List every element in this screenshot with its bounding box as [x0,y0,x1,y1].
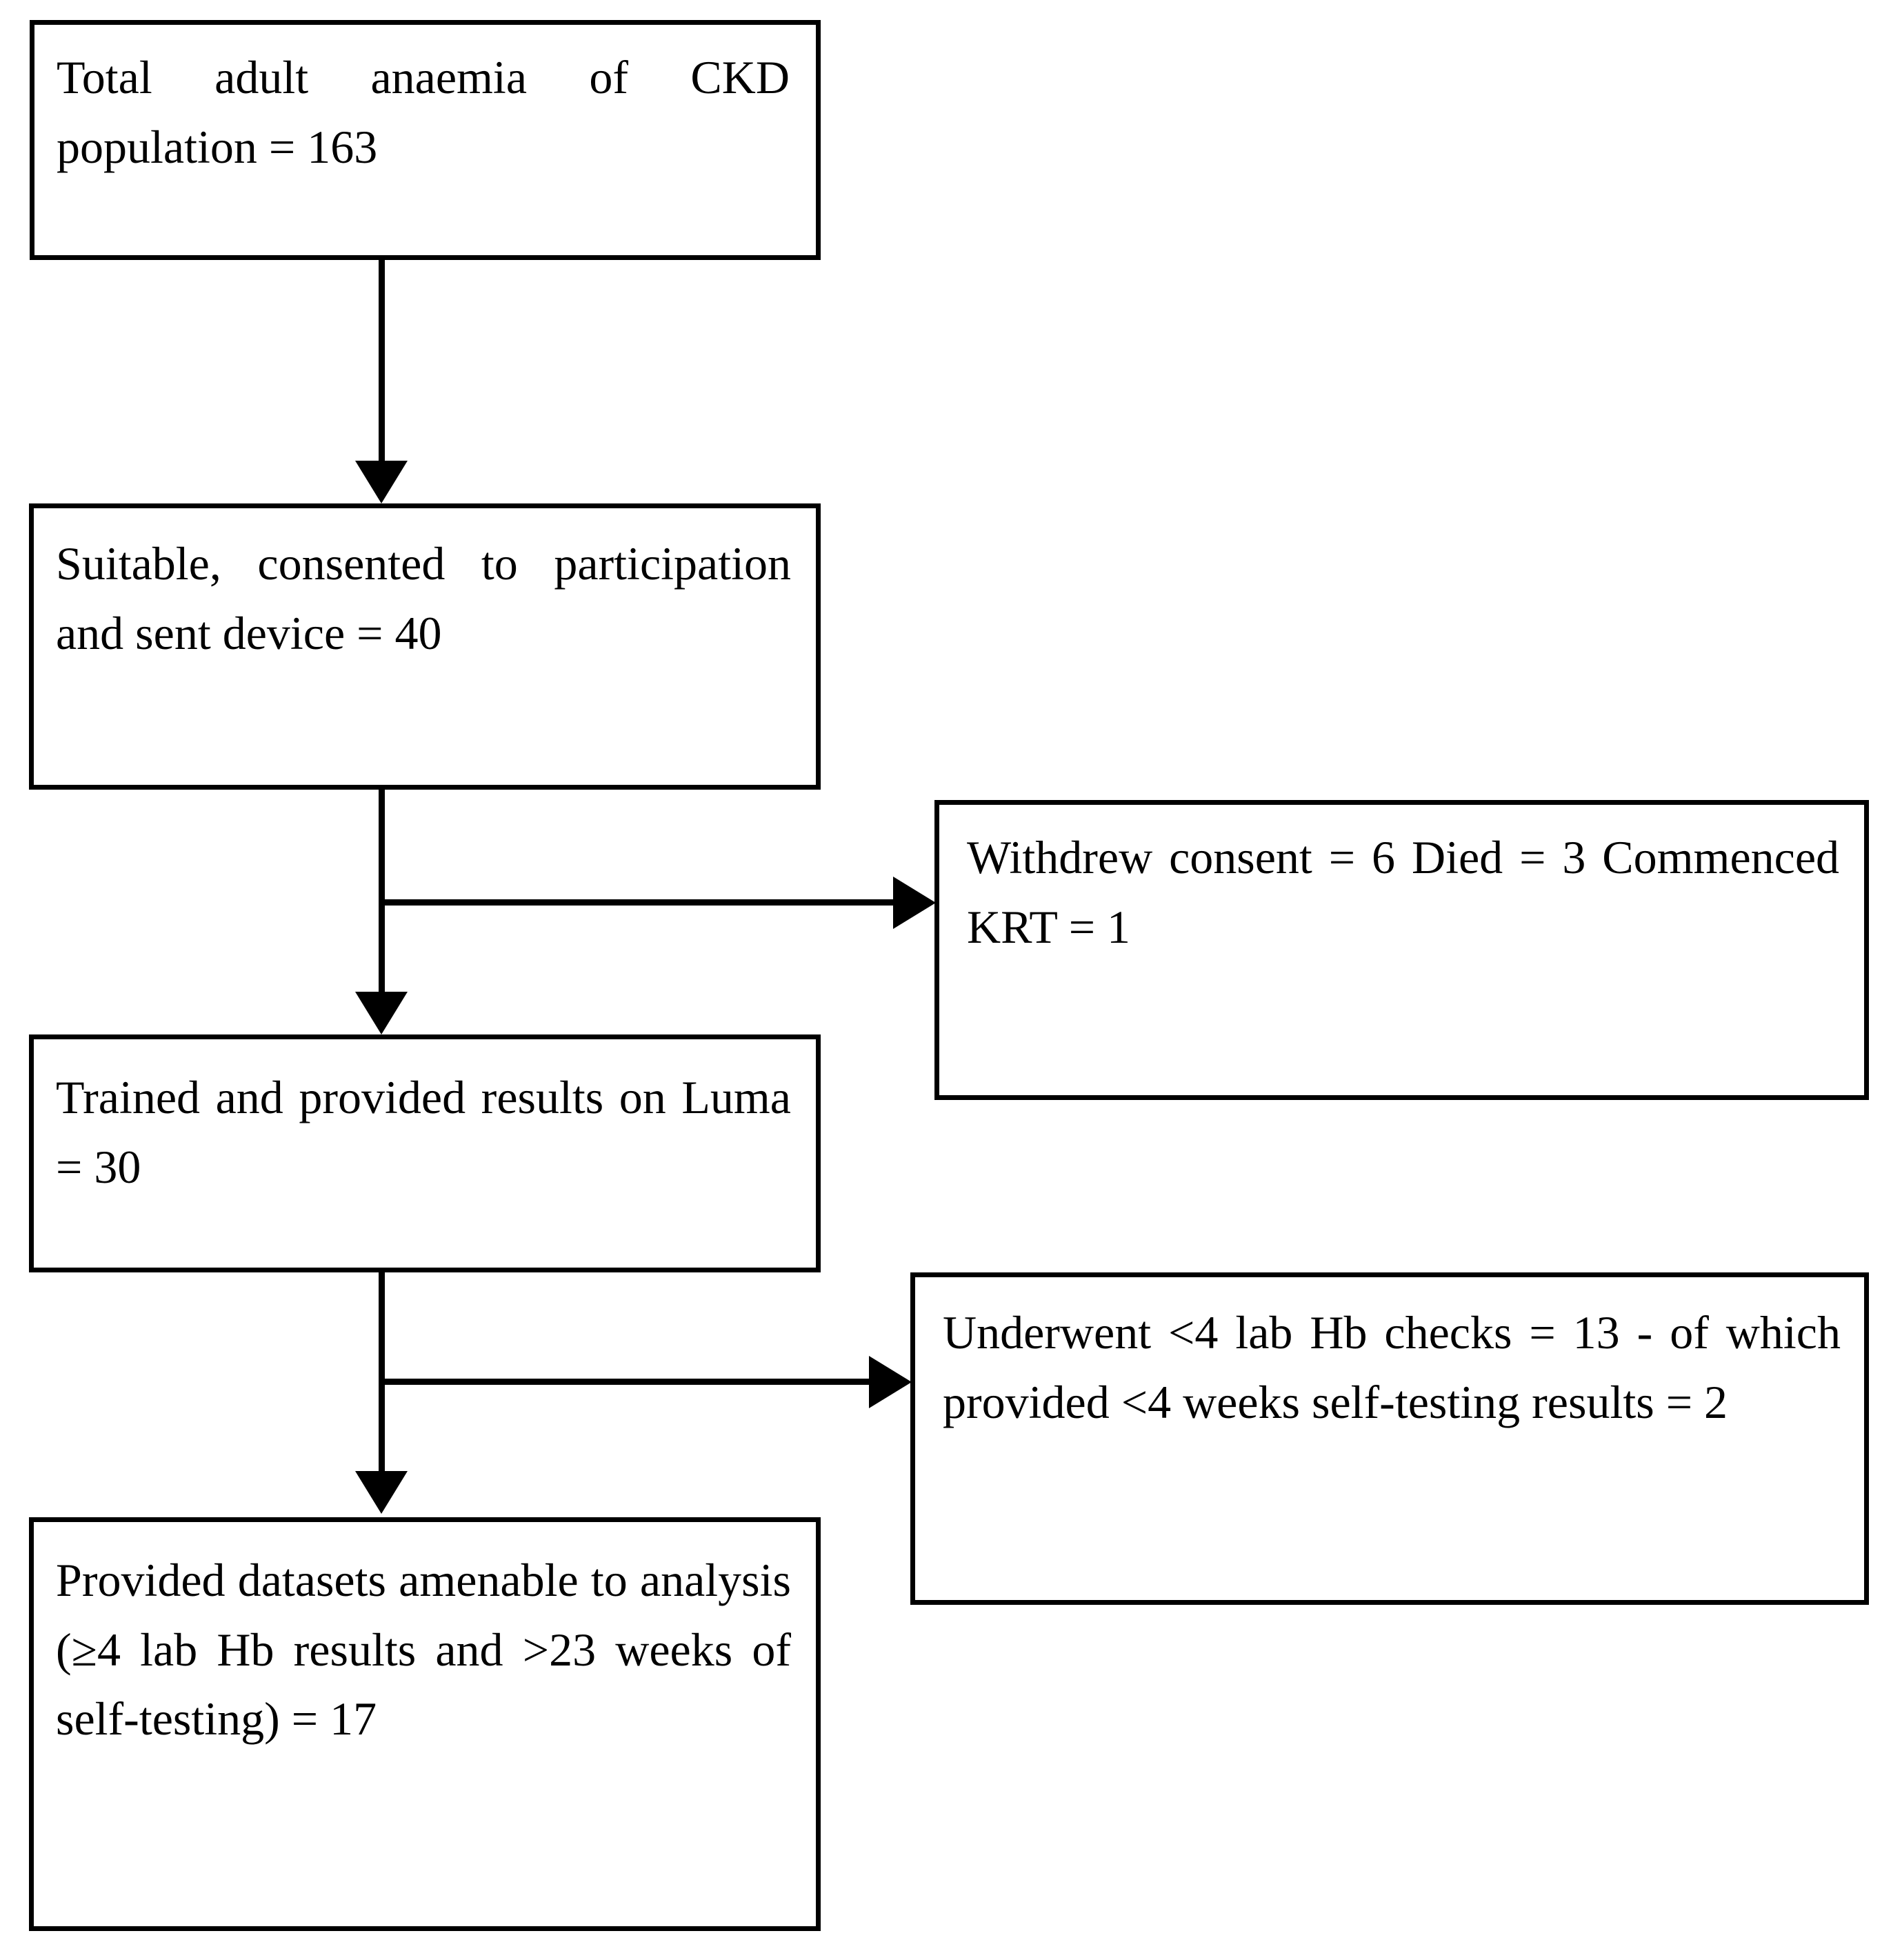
connector-trained-to-analysable-arrowhead [355,1471,408,1514]
node-trained-luma: Trained and provided results on Luma = 3… [29,1034,821,1272]
connector-trained-to-excluded-lab-line [381,1379,906,1385]
node-excluded-lab-checks: Underwent <4 lab Hb checks = 13 - of whi… [910,1272,1869,1605]
node-analysable-datasets: Provided datasets amenable to analysis (… [29,1517,821,1931]
connector-suitable-to-trained-line [379,790,385,997]
node-suitable-consented-label: Suitable, consented to participation and… [56,537,791,659]
node-excluded-consent: Withdrew consent = 6 Died = 3 Commenced … [934,800,1869,1100]
node-suitable-consented: Suitable, consented to participation and… [29,503,821,790]
node-trained-luma-label: Trained and provided results on Luma = 3… [56,1071,791,1193]
node-analysable-datasets-label: Provided datasets amenable to analysis (… [56,1554,791,1746]
connector-total-to-suitable-line [379,260,385,467]
node-total-population-label: Total adult anaemia of CKD population = … [57,51,790,173]
connector-suitable-to-excluded-consent-arrowhead [893,877,936,929]
connector-suitable-to-excluded-consent-line [381,899,930,906]
connector-trained-to-analysable-line [379,1272,385,1476]
connector-trained-to-excluded-lab-arrowhead [869,1356,912,1408]
node-total-population: Total adult anaemia of CKD population = … [30,20,821,260]
node-excluded-consent-label: Withdrew consent = 6 Died = 3 Commenced … [967,831,1839,953]
connector-suitable-to-trained-arrowhead [355,992,408,1034]
connector-total-to-suitable-arrowhead [355,461,408,503]
node-excluded-lab-checks-label: Underwent <4 lab Hb checks = 13 - of whi… [943,1306,1841,1428]
